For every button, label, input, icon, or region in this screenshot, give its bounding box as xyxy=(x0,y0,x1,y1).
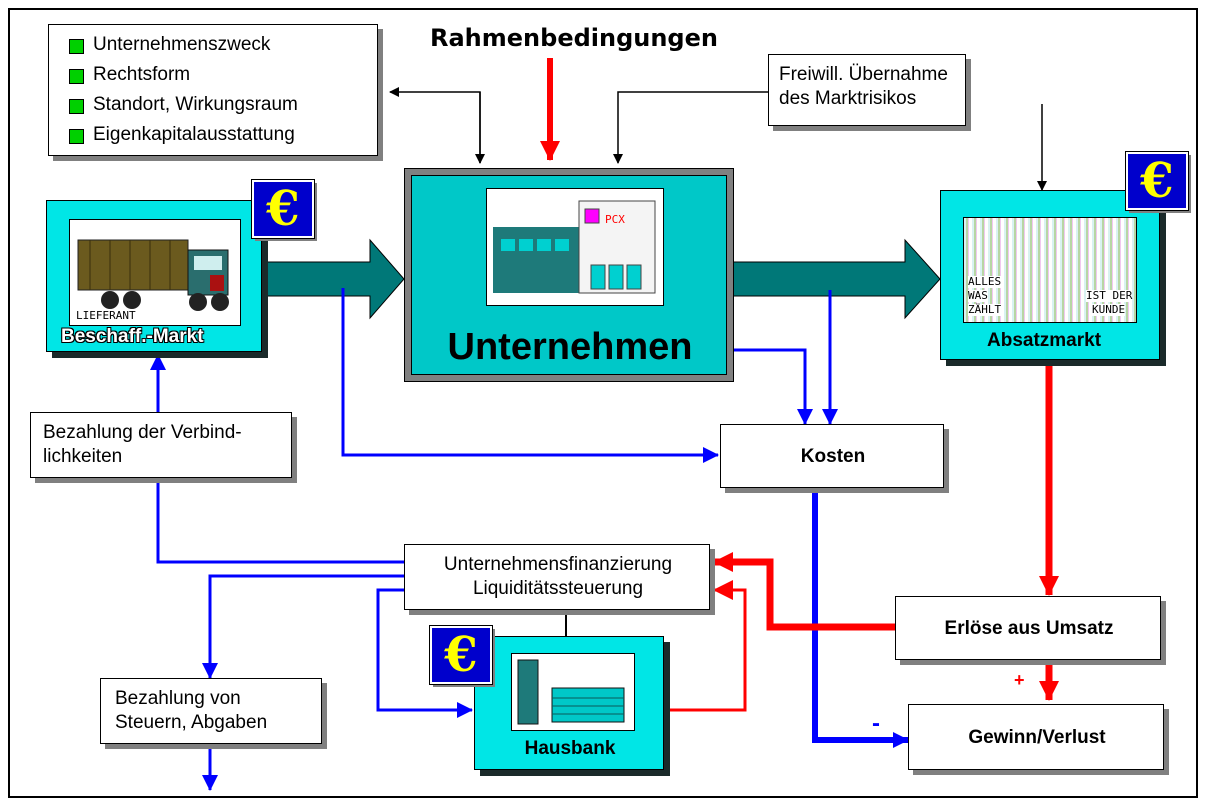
bank-building-icon xyxy=(517,659,625,725)
bank-label: Hausbank xyxy=(524,738,616,759)
condition-item: Unternehmenszweck xyxy=(93,34,271,55)
sales-market-label: Absatzmarkt xyxy=(987,330,1102,351)
company-label: Unternehmen xyxy=(447,326,693,368)
financing-line2: Liquiditätssteuerung xyxy=(472,578,644,599)
bank-box: Hausbank xyxy=(474,636,664,770)
truck-caption: LIEFERANT xyxy=(76,309,136,322)
teal-flow-arrow-left xyxy=(261,238,405,320)
bank-image xyxy=(511,653,635,731)
building-sign: PCX xyxy=(605,213,625,226)
black-connectors xyxy=(389,87,1047,191)
truck-image: LIEFERANT xyxy=(69,219,241,326)
euro-icon: € xyxy=(1125,151,1189,211)
liabilities-payment-line2: lichkeiten xyxy=(43,446,123,467)
market-risk-box: Freiwill. Übernahme des Marktrisikos xyxy=(768,54,966,126)
costs-to-profit-arrow xyxy=(812,488,909,748)
red-connectors xyxy=(665,365,1059,712)
truck-icon xyxy=(77,239,229,311)
profit-label: Gewinn/Verlust xyxy=(968,727,1106,748)
conditions-box: Unternehmenszweck Rechtsform Standort, W… xyxy=(48,24,378,156)
revenue-label: Erlöse aus Umsatz xyxy=(944,618,1114,639)
procurement-market-box: LIEFERANT Beschaff.-Markt xyxy=(46,200,262,352)
bullet-icon xyxy=(69,129,84,144)
condition-item: Standort, Wirkungsraum xyxy=(93,94,298,115)
sales-image-left-2: WAS xyxy=(968,289,988,302)
liabilities-payment-box: Bezahlung der Verbind- lichkeiten xyxy=(30,412,292,478)
building-image: PCX xyxy=(486,188,664,306)
sales-image-left-1: ALLES xyxy=(968,275,1002,288)
market-risk-line1: Freiwill. Übernahme xyxy=(779,64,948,85)
condition-item: Rechtsform xyxy=(93,64,191,85)
building-icon xyxy=(493,200,656,294)
teal-flow-arrow-right xyxy=(731,238,941,320)
minus-sign: - xyxy=(872,710,880,737)
liabilities-payment-line1: Bezahlung der Verbind- xyxy=(43,422,242,443)
revenue-box: Erlöse aus Umsatz xyxy=(895,596,1161,660)
financing-box: Unternehmensfinanzierung Liquiditätssteu… xyxy=(404,544,710,610)
euro-icon: € xyxy=(429,625,493,685)
euro-icon: € xyxy=(251,179,315,239)
profit-box: Gewinn/Verlust xyxy=(908,704,1164,770)
sales-market-box: ALLES WAS ZÄHLT IST DER KUNDE Absatzmark… xyxy=(940,190,1160,360)
market-risk-line2: des Marktrisikos xyxy=(779,88,917,109)
bullet-icon xyxy=(69,99,84,114)
taxes-payment-line2: Steuern, Abgaben xyxy=(115,712,268,733)
crowd-image: ALLES WAS ZÄHLT IST DER KUNDE xyxy=(963,217,1137,323)
condition-item: Eigenkapitalausstattung xyxy=(93,124,295,145)
procurement-market-label: Beschaff.-Markt xyxy=(61,326,204,347)
sales-image-right-2: KUNDE xyxy=(1092,303,1126,316)
sales-image-right-1: IST DER xyxy=(1086,289,1133,302)
page-title: Rahmenbedingungen xyxy=(430,24,718,52)
financing-line1: Unternehmensfinanzierung xyxy=(443,554,673,575)
taxes-payment-box: Bezahlung von Steuern, Abgaben xyxy=(100,678,322,744)
plus-sign: + xyxy=(1014,670,1025,690)
bullet-icon xyxy=(69,39,84,54)
sales-image-left-3: ZÄHLT xyxy=(968,303,1002,316)
company-box: PCX Unternehmen xyxy=(404,168,734,382)
costs-box: Kosten xyxy=(720,424,944,488)
blue-connectors xyxy=(150,288,838,791)
costs-label: Kosten xyxy=(800,446,866,467)
bullet-icon xyxy=(69,69,84,84)
taxes-payment-line1: Bezahlung von xyxy=(115,688,241,709)
